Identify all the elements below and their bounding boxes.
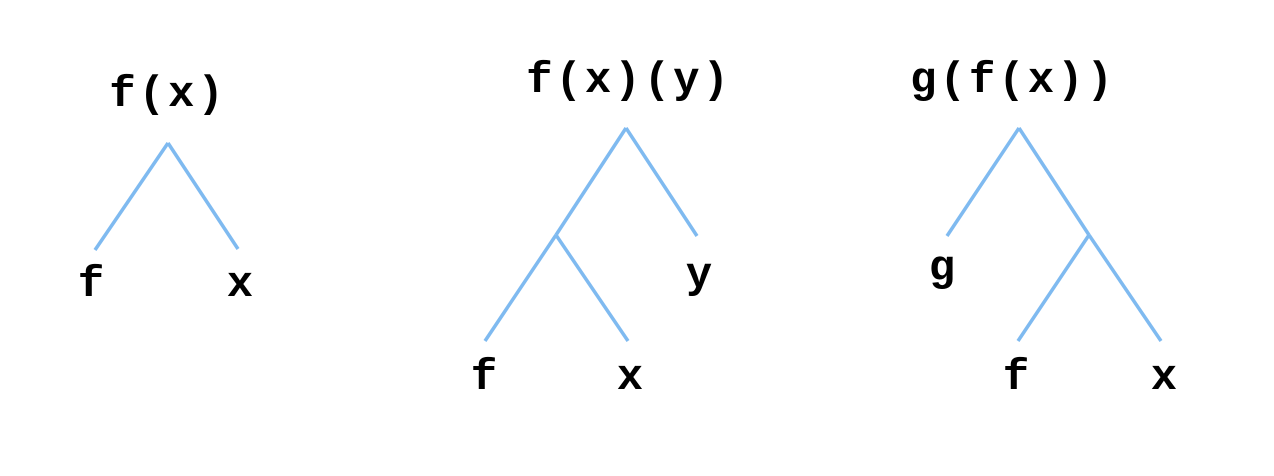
tree1-edge-left — [93, 142, 170, 251]
tree2-edge-root-to-y — [624, 127, 699, 237]
tree1-edge-right — [166, 142, 240, 250]
tree-g-of-f-of-x: g(f(x)) g f x — [910, 56, 1177, 403]
tree3-leaf-x: x — [1151, 353, 1177, 403]
tree3-edge-root-to-g — [945, 127, 1021, 237]
tree1-leaf-x: x — [227, 260, 253, 310]
tree2-edge-inner-to-f — [483, 234, 558, 342]
tree3-edge-inner-to-x — [1087, 234, 1163, 342]
tree3-leaf-f: f — [1003, 353, 1029, 403]
tree1-root-label: f(x) — [109, 70, 227, 120]
tree3-root-label: g(f(x)) — [910, 56, 1116, 106]
tree3-edge-root-to-inner — [1017, 127, 1091, 236]
tree2-edge-root-to-inner — [554, 127, 628, 236]
tree3-leaf-g: g — [929, 244, 955, 294]
tree2-leaf-x: x — [617, 353, 643, 403]
tree2-root-label: f(x)(y) — [526, 56, 732, 106]
tree1-leaf-f: f — [78, 260, 104, 310]
tree-f-of-x: f(x) f x — [78, 70, 253, 310]
tree2-leaf-f: f — [471, 353, 497, 403]
tree2-edge-inner-to-x — [554, 234, 630, 342]
tree-f-of-x-of-y: f(x)(y) y f x — [471, 56, 732, 403]
tree3-edge-inner-to-f — [1016, 234, 1091, 342]
tree2-leaf-y: y — [686, 251, 712, 301]
